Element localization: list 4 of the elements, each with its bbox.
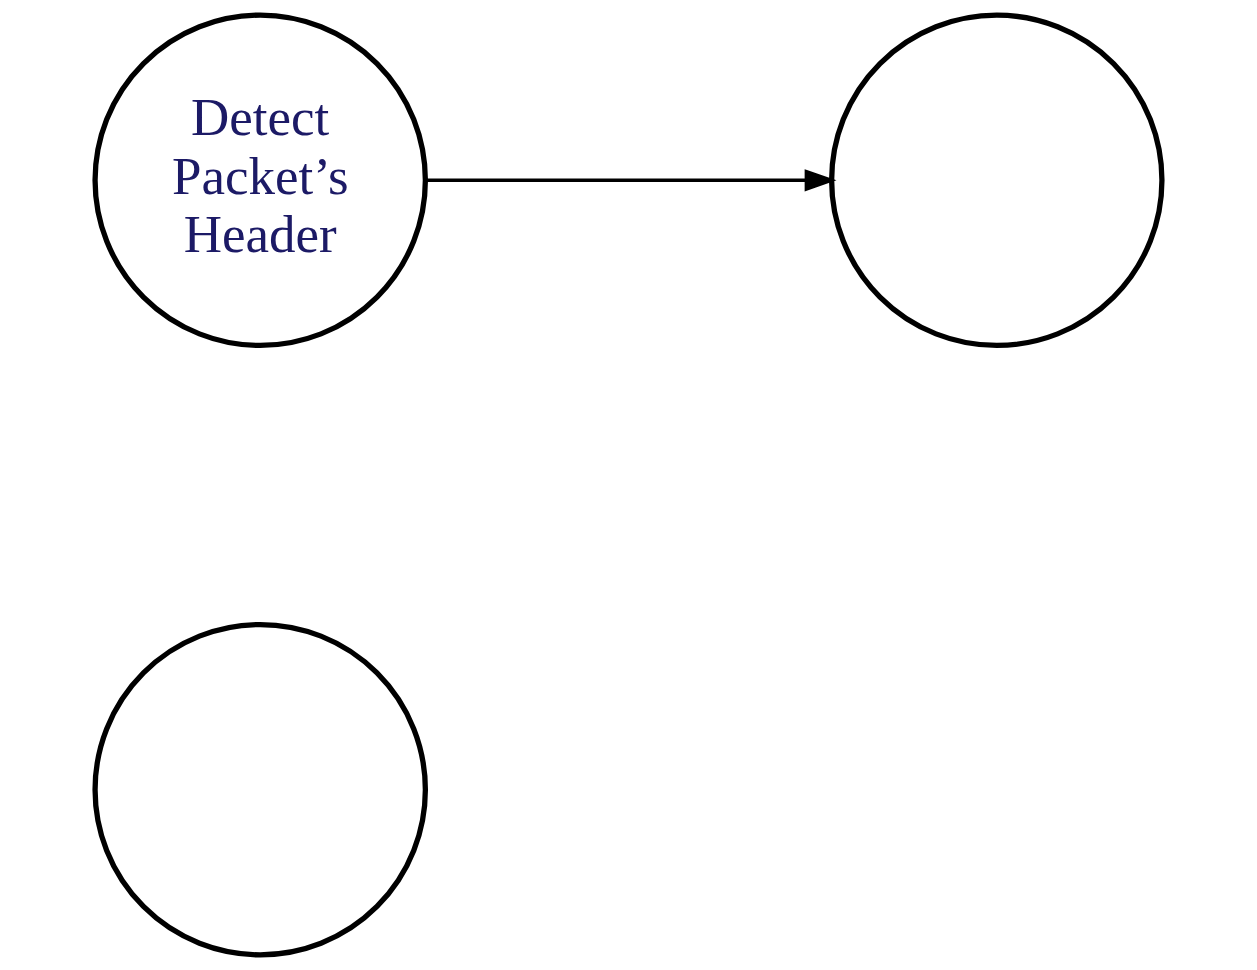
arrow (425, 169, 837, 192)
node-circle (92, 621, 428, 958)
node-circle: Detect Packet’s Header (92, 12, 428, 349)
node-circle (829, 12, 1165, 349)
